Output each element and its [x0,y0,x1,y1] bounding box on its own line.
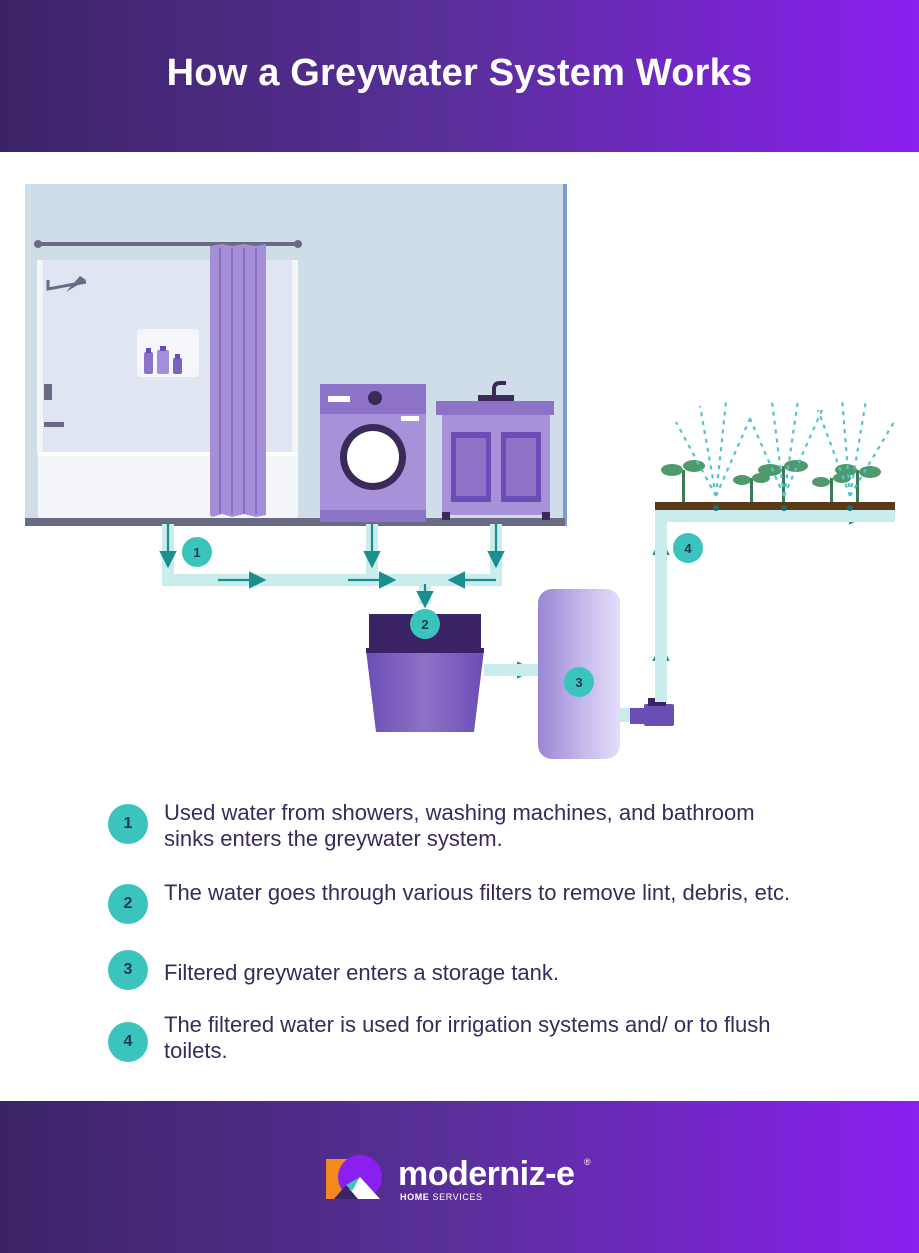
step-number-badge: 2 [108,884,148,924]
step-text: Used water from showers, washing machine… [164,800,755,851]
greywater-diagram: 1 2 3 4 [0,152,919,792]
irrigation-pipe [655,508,895,522]
bathroom-floor [25,518,565,526]
step-text: The filtered water is used for irrigatio… [164,1012,771,1063]
brand-registered-mark: ® [584,1157,591,1167]
step-item-2: 2 The water goes through various filters… [108,878,828,938]
shower-frame-left [37,260,43,455]
svg-text:2: 2 [421,617,428,632]
shower-valve-icon [44,384,52,400]
svg-text:4: 4 [684,541,692,556]
step-item-1: 1 Used water from showers, washing machi… [108,798,828,858]
step-number-badge: 3 [108,950,148,990]
inlet-pipes [162,524,502,604]
step-text: Filtered greywater enters a storage tank… [164,960,559,985]
step-number-badge: 4 [108,1022,148,1062]
svg-text:3: 3 [575,675,582,690]
marker-1: 1 [182,537,212,567]
marker-3: 3 [564,667,594,697]
brand-sub-bold: HOME [400,1192,430,1202]
wall-edge [563,184,567,526]
step-item-3: 3 Filtered greywater enters a storage ta… [108,950,828,1010]
washing-machine [320,384,426,522]
brand-sub-rest: SERVICES [429,1192,483,1202]
plants-icon [661,460,881,502]
step-item-4: 4 The filtered water is used for irrigat… [108,1012,828,1076]
shower-curtain [210,244,266,517]
header-banner: How a Greywater System Works [0,0,919,152]
svg-text:1: 1 [193,545,200,560]
shower-frame-right [292,260,298,455]
diagram-illustration: 1 2 3 4 [25,184,895,759]
step-text: The water goes through various filters t… [164,880,791,905]
modernize-logo-icon [326,1155,382,1199]
shower-rod [38,242,298,246]
step-number-badge: 1 [108,804,148,844]
marker-4: 4 [673,533,703,563]
sink-faucet-icon [492,381,506,401]
page-title: How a Greywater System Works [166,52,753,94]
brand-name: moderniz‑e [398,1155,575,1193]
bottle-icon [144,352,153,374]
riser-pipe [655,508,667,702]
brand-logo[interactable]: moderniz‑e ® HOME SERVICES [326,1155,606,1205]
filter-outlet-pipe [484,664,540,676]
pump-icon [630,698,674,726]
footer-banner: moderniz‑e ® HOME SERVICES [0,1101,919,1253]
water-spray-icon [675,397,895,497]
garden-soil [655,502,895,510]
sink-vanity [436,381,554,520]
washer-dial-icon [368,391,382,405]
brand-subtitle: HOME SERVICES [400,1192,483,1202]
marker-2: 2 [410,609,440,639]
sprinkler-heads [713,505,853,511]
